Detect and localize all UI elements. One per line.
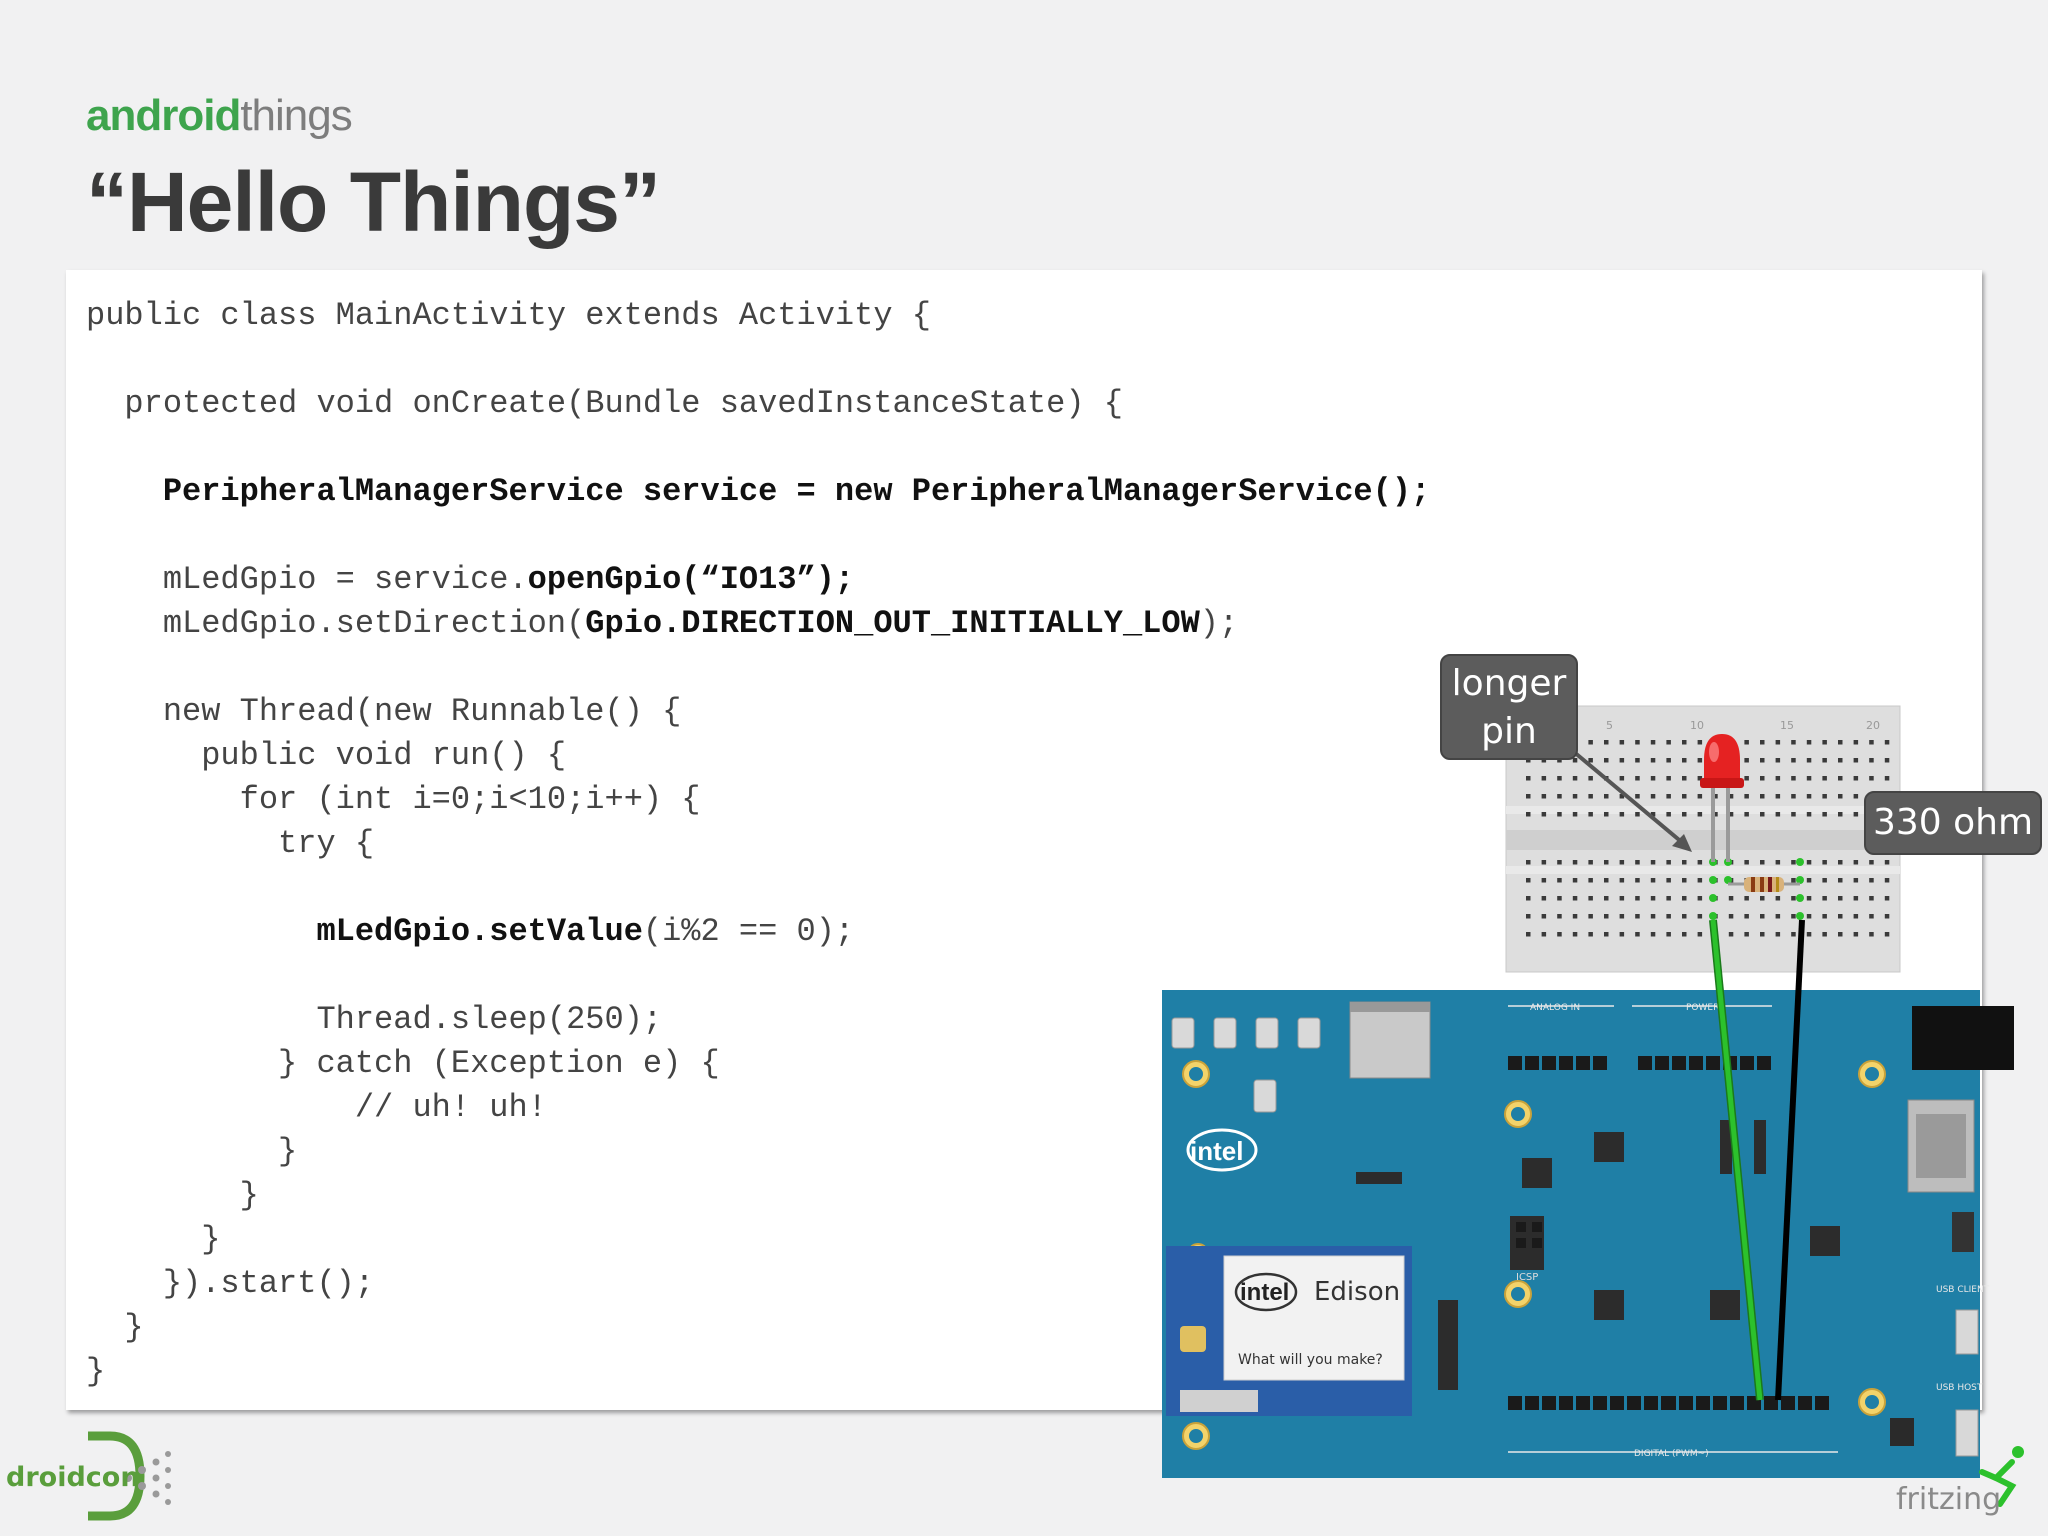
code-line: mLedGpio.setValue(i%2 == 0); [86, 913, 854, 950]
code-text: mLedGpio = service. [86, 561, 528, 598]
code-line: public void run() { [86, 737, 566, 774]
bb-col-15: 15 [1780, 719, 1794, 732]
intel-logo: intel [1190, 1136, 1243, 1166]
bb-col-10: 10 [1690, 719, 1704, 732]
edison-tagline: What will you make? [1238, 1352, 1383, 1368]
code-text: } [86, 1177, 259, 1214]
callout-pin-line1: longer [1451, 663, 1567, 704]
code-line: } [86, 1353, 105, 1390]
fritzing-label: fritzing [1896, 1482, 2002, 1517]
bb-col-20: 20 [1866, 719, 1880, 732]
slide-title: “Hello Things” [86, 155, 661, 249]
code-text: protected void onCreate(Bundle savedInst… [86, 385, 1123, 422]
code-text: } [86, 1353, 106, 1390]
digital-pwm-label: DIGITAL (PWM~) [1634, 1449, 1709, 1459]
droidcon-label: droidcon [6, 1462, 140, 1493]
callout-pin-line2: pin [1481, 711, 1537, 752]
brand-things: things [240, 91, 352, 140]
wires [1709, 919, 1805, 1401]
longer-pin-callout: longer pin [1440, 654, 1578, 760]
android-things-logo: androidthings [86, 91, 353, 140]
code-text: } [86, 1221, 221, 1258]
resistor-callout: 330 ohm [1864, 791, 2042, 855]
code-highlight: PeripheralManagerService service = new P… [162, 473, 1431, 510]
code-line: mLedGpio.setDirection(Gpio.DIRECTION_OUT… [86, 605, 1238, 642]
pin-arrow [1572, 750, 1692, 852]
code-line: } [86, 1133, 297, 1170]
code-text: (i%2 == 0); [642, 913, 855, 950]
code-text: // uh! uh! [86, 1089, 547, 1126]
code-text: } catch (Exception e) { [86, 1045, 720, 1082]
code-line: PeripheralManagerService service = new P… [86, 473, 1430, 510]
code-block: public class MainActivity extends Activi… [86, 294, 1430, 1394]
analog-in-label: ANALOG IN [1530, 1003, 1580, 1013]
fritzing-runner-icon [1979, 1446, 2024, 1507]
code-line: } [86, 1177, 259, 1214]
code-highlight: openGpio(“IO13”); [527, 561, 855, 598]
edison-board: intel ICSP intel Edison What will you ma… [1162, 990, 2014, 1478]
edison-intel-logo: intel [1240, 1279, 1289, 1306]
code-line: } [86, 1309, 144, 1346]
code-text: for (int i=0;i<10;i++) { [86, 781, 701, 818]
droidcon-logo [88, 1431, 171, 1521]
code-text: public void run() { [86, 737, 567, 774]
code-line: for (int i=0;i<10;i++) { [86, 781, 701, 818]
code-text: } [86, 1133, 298, 1170]
brand-android: android [86, 91, 241, 140]
code-highlight: Gpio.DIRECTION_OUT_INITIALLY_LOW [585, 605, 1200, 642]
code-line: }).start(); [86, 1265, 374, 1302]
code-line: mLedGpio = service.openGpio(“IO13”); [86, 561, 854, 598]
code-line: } catch (Exception e) { [86, 1045, 720, 1082]
bb-col-5: 5 [1606, 719, 1613, 732]
code-text: }).start(); [86, 1265, 375, 1302]
code-line: // uh! uh! [86, 1089, 547, 1126]
icsp-label: ICSP [1516, 1272, 1538, 1283]
code-line: } [86, 1221, 220, 1258]
code-text: new Thread(new Runnable() { [86, 693, 682, 730]
code-line: new Thread(new Runnable() { [86, 693, 681, 730]
edison-name: Edison [1314, 1277, 1400, 1307]
code-line: Thread.sleep(250); [86, 1001, 662, 1038]
usb-host-label: USB HOST [1936, 1383, 1983, 1393]
code-line: protected void onCreate(Bundle savedInst… [86, 385, 1123, 422]
code-text: ); [1199, 605, 1239, 642]
resistor [1728, 877, 1800, 892]
code-text: } [86, 1309, 144, 1346]
code-text: try { [86, 825, 375, 862]
usb-client-label: USB CLIENT [1936, 1285, 1990, 1295]
code-text: public class MainActivity extends Activi… [86, 297, 931, 334]
code-line: public class MainActivity extends Activi… [86, 297, 931, 334]
code-line: try { [86, 825, 374, 862]
code-text: mLedGpio.setDirection( [86, 605, 586, 642]
code-text: Thread.sleep(250); [86, 1001, 663, 1038]
red-led [1700, 734, 1744, 862]
power-label: POWER [1686, 1003, 1719, 1013]
code-highlight: mLedGpio.setValue [316, 913, 643, 950]
